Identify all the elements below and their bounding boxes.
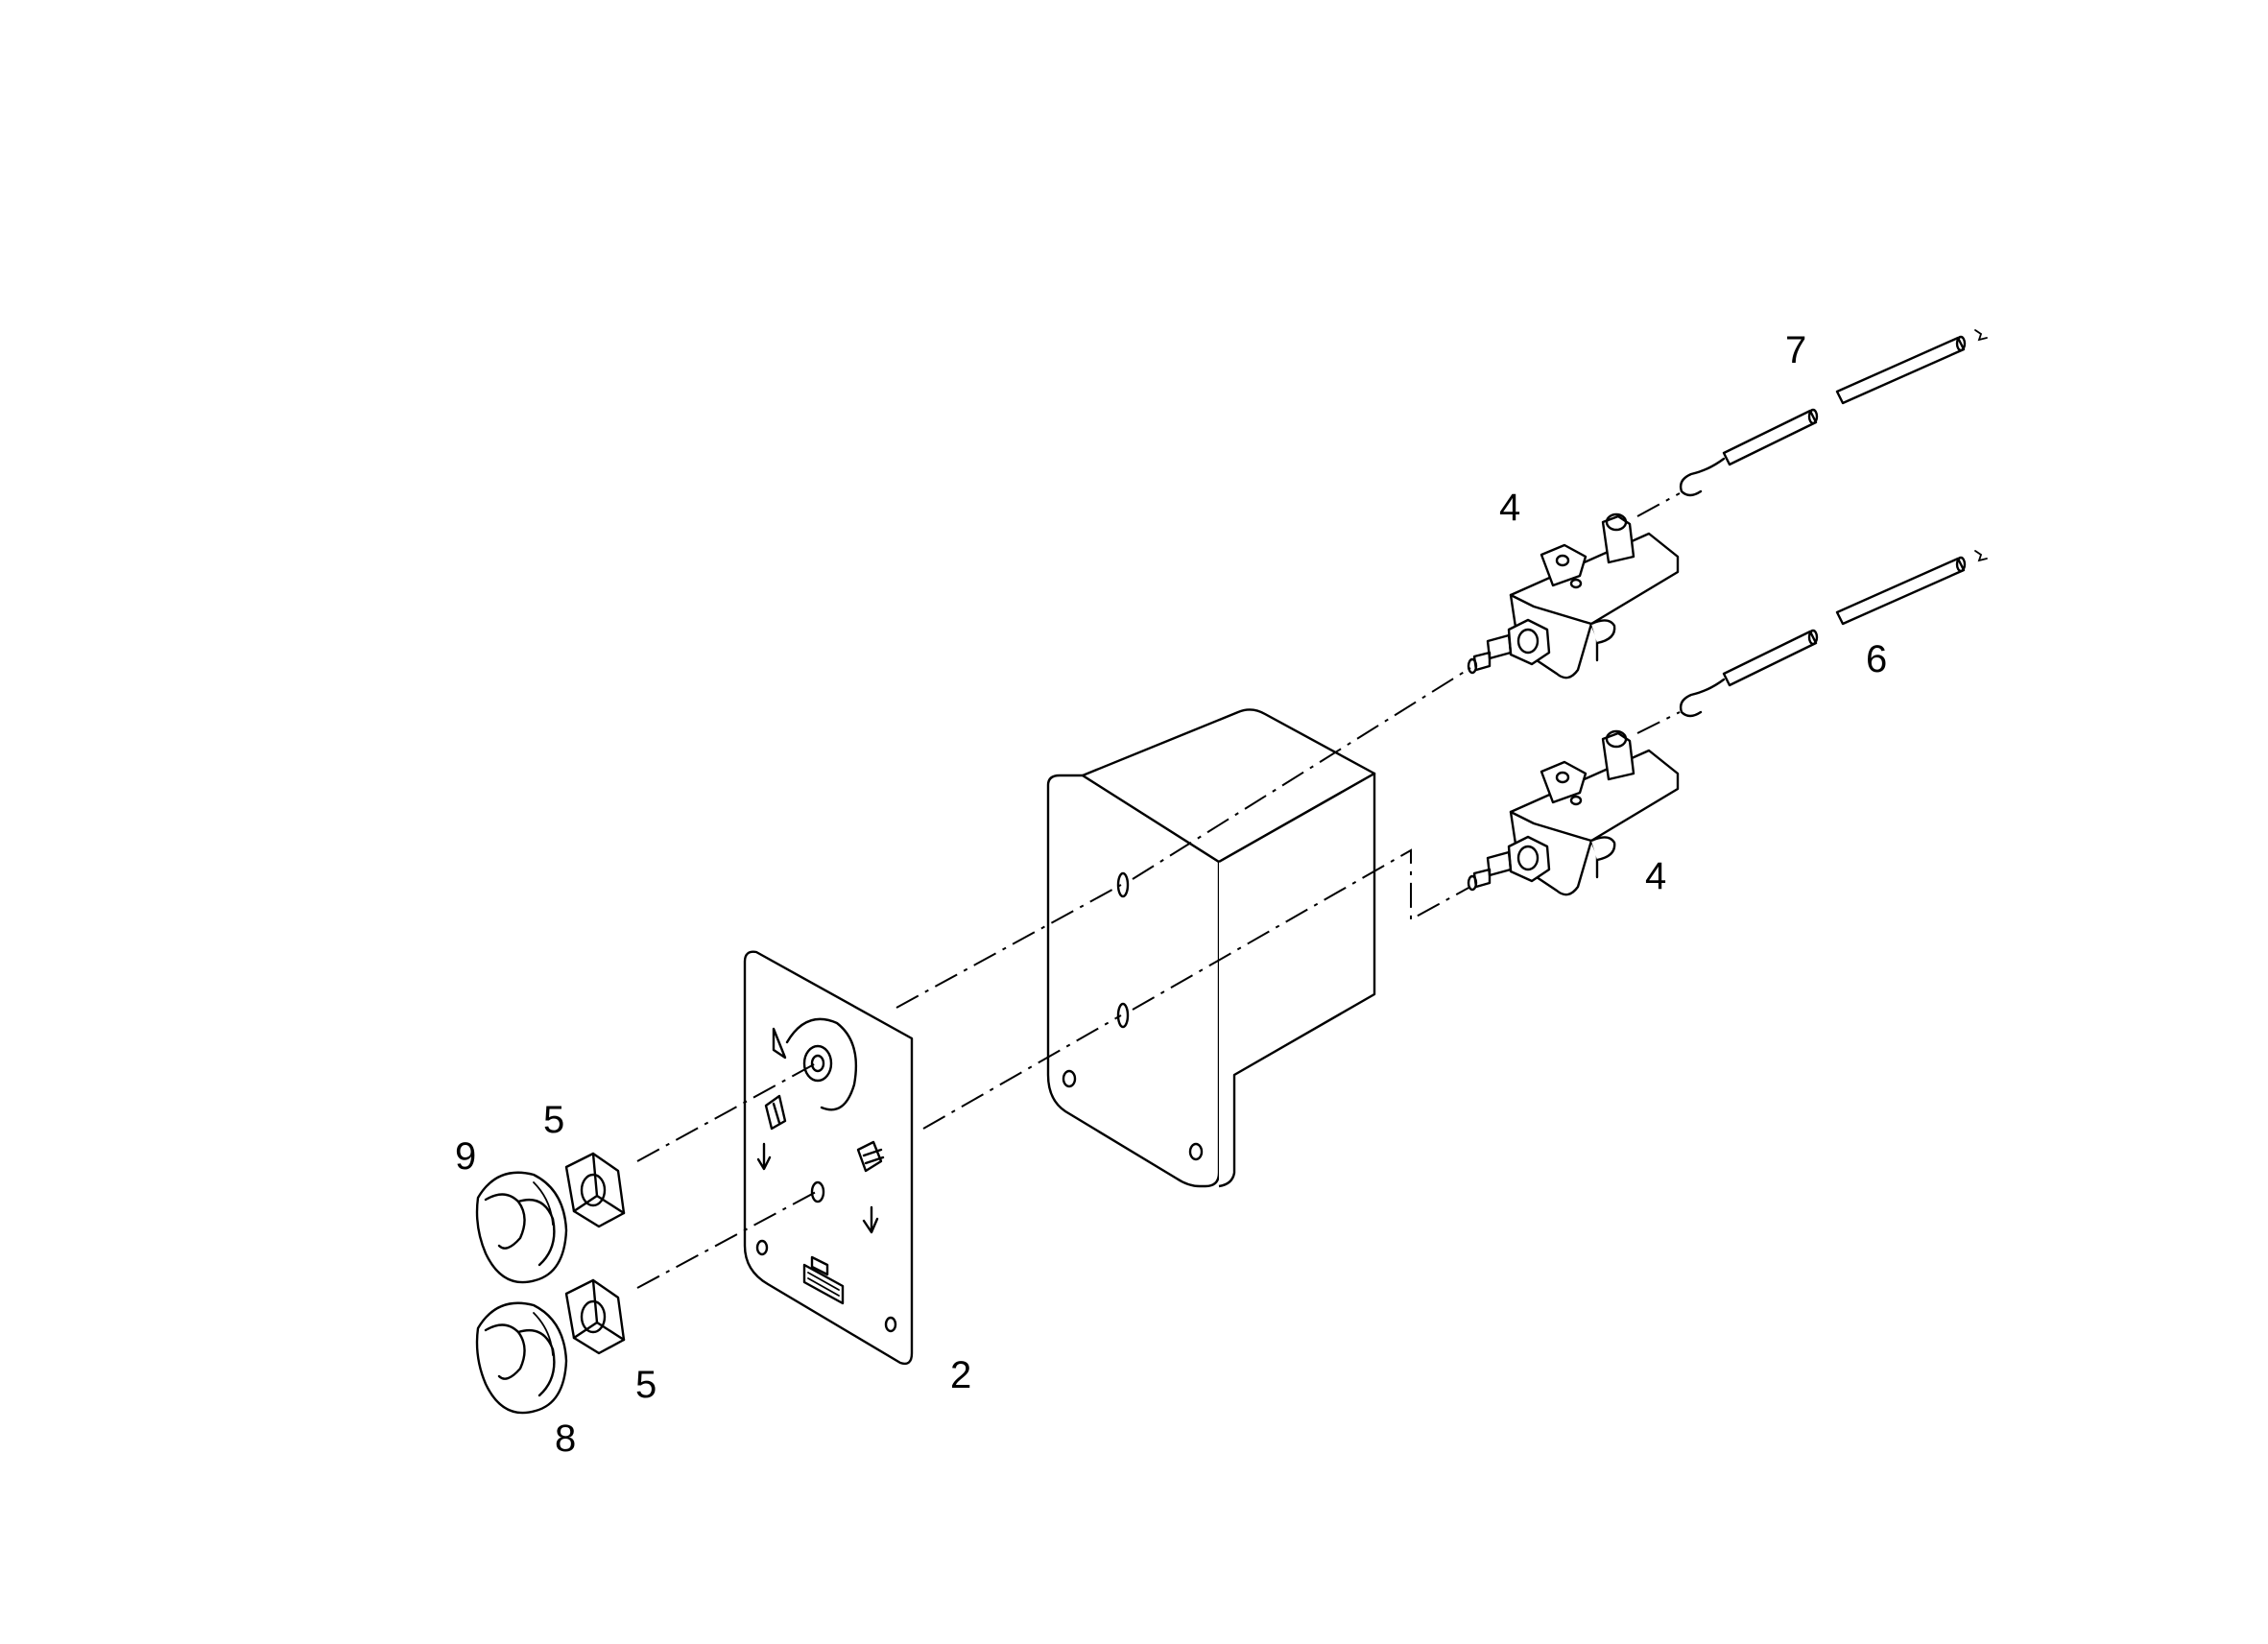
rod-upper [1679, 329, 1988, 497]
rod-lower [1679, 550, 1988, 718]
control-knob-upper [475, 1171, 568, 1284]
assembly-lines [636, 492, 1681, 1289]
callout-6: 6 [1866, 638, 1887, 680]
hex-nut-upper [564, 1152, 626, 1228]
callout-4-lower: 4 [1645, 855, 1666, 897]
callout-2: 2 [950, 1354, 971, 1396]
microswitch-upper [1467, 512, 1680, 679]
control-knob-lower [475, 1301, 568, 1415]
control-panel-plate [743, 950, 914, 1366]
housing-box [1046, 708, 1376, 1188]
hex-nut-lower [564, 1278, 626, 1355]
callout-4-upper: 4 [1499, 487, 1520, 529]
microswitch-lower [1467, 729, 1680, 896]
callout-5-upper: 5 [543, 1099, 564, 1141]
callout-8: 8 [555, 1418, 576, 1460]
callout-7: 7 [1785, 329, 1806, 371]
callout-5-lower: 5 [635, 1364, 657, 1406]
callout-9: 9 [455, 1135, 476, 1178]
